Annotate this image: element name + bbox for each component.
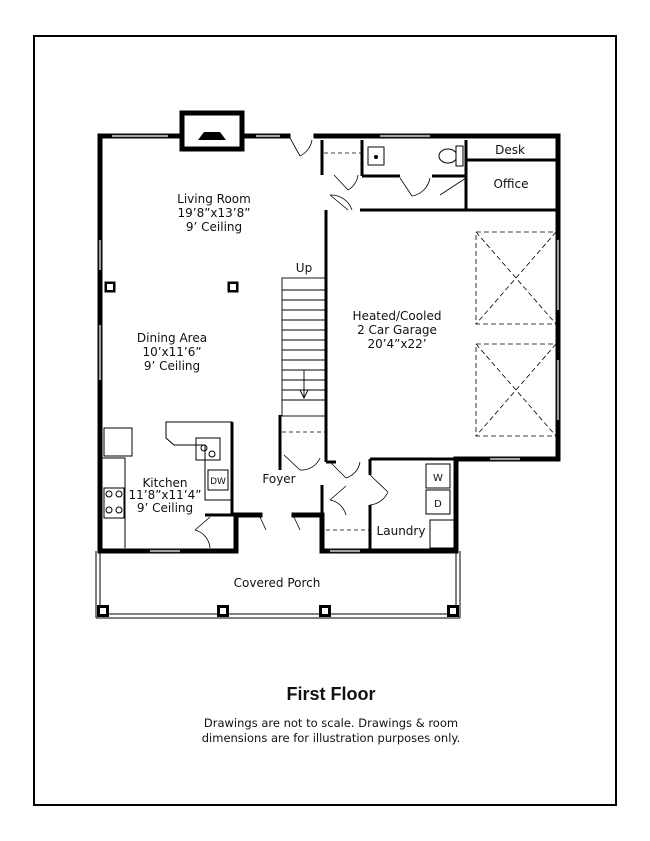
foyer-label: Foyer [262,472,295,486]
living-room-ceiling: 9’ Ceiling [186,220,242,234]
columns [104,281,239,293]
dishwasher-icon [207,469,229,491]
dryer-icon [425,489,451,515]
washer-icon [425,463,451,489]
kitchen-size: 11’8”x11’4” [129,488,202,502]
dining-area-ceiling: 9’ Ceiling [144,359,200,373]
refrigerator-icon [103,427,133,457]
washer-label: W [433,473,443,484]
desk-label: Desk [495,143,525,157]
laundry-label: Laundry [377,524,426,538]
dining-area-size: 10’x11’6” [142,345,201,359]
windows [98,134,560,553]
living-room-size: 19’8”x13’8” [178,206,251,220]
kitchen-name: Kitchen [142,476,187,490]
window-lines [98,134,560,553]
garage-parking [475,231,557,437]
living-room-name: Living Room [177,192,251,206]
dining-area-name: Dining Area [137,331,207,345]
covered-porch-label: Covered Porch [234,576,321,590]
stairs-label: Up [296,261,312,275]
disclaimer-line-2: dimensions are for illustration purposes… [202,731,460,745]
garage-size: 20’4”x22’ [367,337,426,351]
disclaimer-line-1: Drawings are not to scale. Drawings & ro… [204,716,458,730]
kitchen-ceiling: 9’ Ceiling [137,501,193,515]
porch-posts [97,605,459,617]
dishwasher-label: DW [210,477,226,487]
office-label: Office [493,177,528,191]
laundry-appliances [425,463,455,549]
closets [207,152,370,531]
page-border [33,35,617,806]
door-swings [194,174,467,549]
range-icon [103,487,125,519]
kitchen-sink-icon [195,437,221,461]
staircase [281,277,327,417]
toilet-icon [438,148,458,164]
kitchen-counters [100,421,233,548]
living-door-swing [289,137,313,157]
fireplace [179,110,245,152]
bathroom [367,145,464,167]
garage-name-line1: Heated/Cooled [353,309,442,323]
covered-porch [95,551,461,619]
plan-title: First Floor [287,684,376,704]
dryer-label: D [434,499,442,510]
garage-name-line2: 2 Car Garage [357,323,437,337]
